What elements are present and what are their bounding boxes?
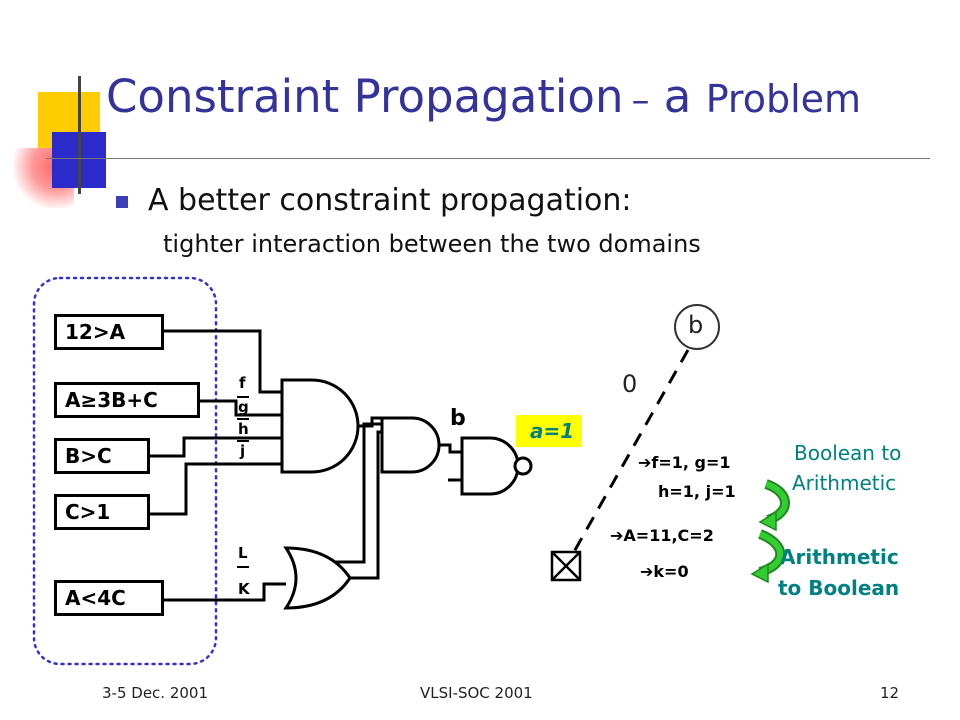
title-a: a <box>663 70 692 123</box>
nand-bubble <box>513 456 533 476</box>
edge-zero-dashed <box>564 349 690 567</box>
constraint-box-5: A<4C <box>54 580 164 616</box>
footer-date: 3-5 Dec. 2001 <box>102 684 209 702</box>
a-equals-1-text: a=1 <box>530 419 575 443</box>
title-dash: – <box>631 80 650 121</box>
right-arrow-icon: ➔ <box>610 526 624 545</box>
constraint-box-1: 12>A <box>54 314 164 350</box>
constraint-box-2: A≥3B+C <box>54 382 200 418</box>
right-arrow-icon: ➔ <box>638 453 652 472</box>
footer-page-number: 12 <box>880 684 900 702</box>
wire-j <box>150 462 282 516</box>
nand-gate <box>460 436 520 496</box>
constraint-box-4: C>1 <box>54 494 150 530</box>
signal-h: h <box>238 420 249 438</box>
wire-K <box>164 582 286 602</box>
label-arithmetic: Arithmetic <box>792 471 897 495</box>
node-b-label: b <box>688 311 704 339</box>
constraint-box-3: B>C <box>54 438 150 474</box>
page-title: Constraint Propagation– a Problem <box>106 70 862 123</box>
wire-f <box>164 329 282 394</box>
wire-h <box>150 436 282 458</box>
signal-K: K <box>238 580 250 598</box>
wire-b <box>439 443 462 454</box>
step-1: ➔f=1, g=1 <box>638 453 731 472</box>
wire-and-out <box>358 416 382 428</box>
bullet-text: A better constraint propagation: <box>148 183 632 218</box>
label-arithmetic-bold: Arithmetic <box>780 545 899 569</box>
bullet-marker <box>116 196 128 208</box>
signal-L: L <box>238 544 248 562</box>
title-rest: Problem <box>705 77 862 121</box>
deco-vertical-line <box>78 76 81 194</box>
label-b: b <box>450 406 466 431</box>
or-gate <box>283 546 352 610</box>
signal-f: f <box>239 374 246 392</box>
and-gate-4-input <box>280 378 360 474</box>
signal-g: g <box>238 398 249 416</box>
signal-j: j <box>240 442 246 460</box>
step-2: h=1, j=1 <box>658 482 736 501</box>
and-gate-middle <box>380 416 441 474</box>
footer-center: VLSI-SOC 2001 <box>420 684 533 702</box>
edge-zero-label: 0 <box>622 370 638 398</box>
step-3: ➔A=11,C=2 <box>610 526 714 545</box>
wire-g <box>200 399 282 417</box>
deco-horizontal-line <box>46 158 930 159</box>
constraint-group-border <box>32 276 218 666</box>
label-boolean-to: Boolean to <box>794 441 902 465</box>
wire-or-out <box>350 430 382 580</box>
node-b-circle <box>674 304 720 350</box>
label-to-boolean: to Boolean <box>778 576 900 600</box>
sub-text: tighter interaction between the two doma… <box>163 230 701 258</box>
step-4: ➔k=0 <box>640 562 689 581</box>
right-arrow-icon: ➔ <box>640 562 654 581</box>
a-equals-1-badge <box>516 415 582 447</box>
